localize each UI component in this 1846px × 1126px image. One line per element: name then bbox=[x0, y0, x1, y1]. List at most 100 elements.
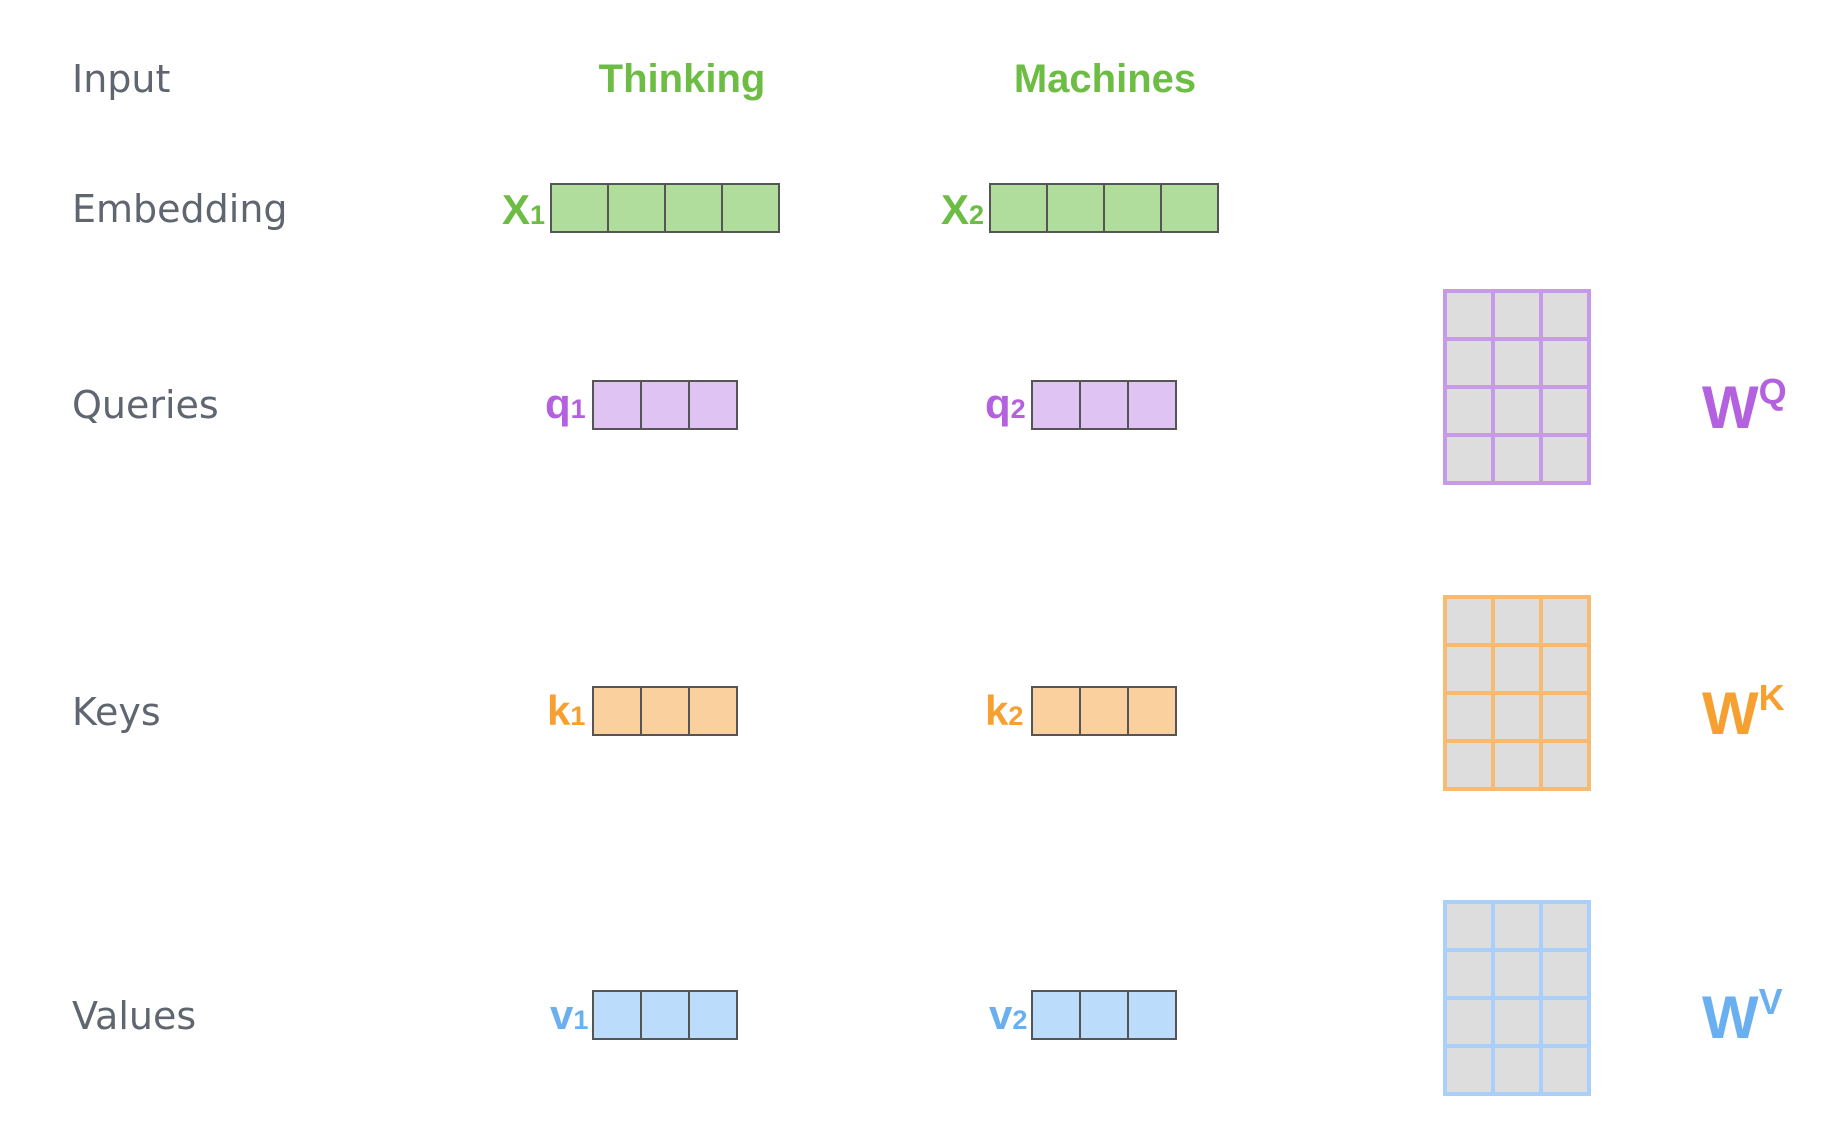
svg-text:k2: k2 bbox=[985, 687, 1023, 734]
value-2-cell-2 bbox=[1079, 990, 1129, 1040]
wv-cell-4-3 bbox=[1539, 1044, 1591, 1096]
weight-v-sup: V bbox=[1759, 981, 1783, 1022]
key-2-cell-3 bbox=[1127, 686, 1177, 736]
value-sub-1: 1 bbox=[573, 1005, 588, 1035]
value-label-1: v bbox=[550, 991, 574, 1038]
weight-matrix-q: WQ bbox=[1443, 289, 1787, 485]
value-1-cell-2 bbox=[640, 990, 690, 1040]
wq-cell-1-3 bbox=[1539, 289, 1591, 341]
weight-v-label: W bbox=[1702, 984, 1759, 1051]
value-sub-2: 2 bbox=[1012, 1005, 1027, 1035]
value-vector-1: v1 bbox=[550, 990, 738, 1040]
key-2-cell-2 bbox=[1079, 686, 1129, 736]
key-vector-2: k2 bbox=[985, 686, 1177, 736]
embedding-sub-1: 1 bbox=[530, 200, 545, 230]
query-2-cell-2 bbox=[1079, 380, 1129, 430]
wv-cell-2-2 bbox=[1491, 948, 1543, 1000]
value-2-cell-1 bbox=[1031, 990, 1081, 1040]
weight-k-label: W bbox=[1702, 680, 1759, 747]
wk-cell-4-3 bbox=[1539, 739, 1591, 791]
row-label-values: Values bbox=[72, 994, 196, 1038]
embedding-label-2: X bbox=[941, 186, 969, 233]
query-sub-2: 2 bbox=[1011, 394, 1026, 424]
wv-cell-2-3 bbox=[1539, 948, 1591, 1000]
svg-text:v2: v2 bbox=[989, 991, 1027, 1038]
wk-cell-3-3 bbox=[1539, 691, 1591, 743]
wk-cell-2-1 bbox=[1443, 643, 1495, 695]
svg-text:v1: v1 bbox=[550, 991, 588, 1038]
weight-matrix-k: WK bbox=[1443, 595, 1785, 791]
embedding-1-cell-4 bbox=[721, 183, 780, 233]
query-1-cell-2 bbox=[640, 380, 690, 430]
wv-cell-1-2 bbox=[1491, 900, 1543, 952]
wv-cell-4-1 bbox=[1443, 1044, 1495, 1096]
wk-cell-4-2 bbox=[1491, 739, 1543, 791]
row-label-keys: Keys bbox=[72, 690, 161, 734]
row-label-embedding: Embedding bbox=[72, 187, 288, 231]
weight-matrix-v: WV bbox=[1443, 900, 1783, 1096]
query-vector-1: q1 bbox=[545, 380, 738, 430]
weight-q-sup: Q bbox=[1759, 371, 1787, 412]
embedding-vector-1: X1 bbox=[502, 183, 780, 233]
wk-cell-1-1 bbox=[1443, 595, 1495, 647]
input-word-1: Thinking bbox=[599, 57, 766, 101]
wq-cell-4-2 bbox=[1491, 433, 1543, 485]
key-vector-1: k1 bbox=[547, 686, 738, 736]
wv-cell-1-3 bbox=[1539, 900, 1591, 952]
row-label-queries: Queries bbox=[72, 383, 219, 427]
svg-text:k1: k1 bbox=[547, 687, 585, 734]
wv-cell-3-2 bbox=[1491, 996, 1543, 1048]
value-1-cell-3 bbox=[688, 990, 738, 1040]
key-sub-2: 2 bbox=[1008, 701, 1023, 731]
embedding-2-cell-3 bbox=[1103, 183, 1162, 233]
wv-cell-3-3 bbox=[1539, 996, 1591, 1048]
svg-text:X2: X2 bbox=[941, 186, 984, 233]
query-sub-1: 1 bbox=[571, 394, 586, 424]
key-label-1: k bbox=[547, 687, 571, 734]
key-1-cell-2 bbox=[640, 686, 690, 736]
value-label-2: v bbox=[989, 991, 1013, 1038]
input-word-2: Machines bbox=[1014, 57, 1196, 101]
wk-cell-3-1 bbox=[1443, 691, 1495, 743]
key-2-cell-1 bbox=[1031, 686, 1081, 736]
key-sub-1: 1 bbox=[570, 701, 585, 731]
key-1-cell-3 bbox=[688, 686, 738, 736]
wq-cell-4-3 bbox=[1539, 433, 1591, 485]
embedding-1-cell-1 bbox=[550, 183, 609, 233]
query-vector-2: q2 bbox=[985, 380, 1177, 430]
wq-cell-3-1 bbox=[1443, 385, 1495, 437]
wq-cell-3-2 bbox=[1491, 385, 1543, 437]
embedding-2-cell-1 bbox=[989, 183, 1048, 233]
wq-cell-4-1 bbox=[1443, 433, 1495, 485]
wk-cell-2-2 bbox=[1491, 643, 1543, 695]
svg-text:WV: WV bbox=[1702, 981, 1783, 1051]
wq-cell-2-2 bbox=[1491, 337, 1543, 389]
query-label-2: q bbox=[985, 380, 1011, 427]
svg-text:q2: q2 bbox=[985, 380, 1026, 427]
query-label-1: q bbox=[545, 380, 571, 427]
weight-k-sup: K bbox=[1759, 677, 1785, 718]
wk-cell-1-3 bbox=[1539, 595, 1591, 647]
wv-cell-4-2 bbox=[1491, 1044, 1543, 1096]
embedding-label-1: X bbox=[502, 186, 530, 233]
wk-cell-2-3 bbox=[1539, 643, 1591, 695]
row-label-input: Input bbox=[72, 57, 170, 101]
embedding-1-cell-2 bbox=[607, 183, 666, 233]
wq-cell-3-3 bbox=[1539, 385, 1591, 437]
svg-text:WK: WK bbox=[1702, 677, 1785, 747]
wv-cell-3-1 bbox=[1443, 996, 1495, 1048]
wk-cell-1-2 bbox=[1491, 595, 1543, 647]
query-2-cell-1 bbox=[1031, 380, 1081, 430]
wk-cell-3-2 bbox=[1491, 691, 1543, 743]
value-2-cell-3 bbox=[1127, 990, 1177, 1040]
wq-cell-1-1 bbox=[1443, 289, 1495, 341]
embedding-vector-2: X2 bbox=[941, 183, 1219, 233]
wk-cell-4-1 bbox=[1443, 739, 1495, 791]
value-vector-2: v2 bbox=[989, 990, 1177, 1040]
wv-cell-2-1 bbox=[1443, 948, 1495, 1000]
wv-cell-1-1 bbox=[1443, 900, 1495, 952]
svg-text:WQ: WQ bbox=[1702, 371, 1787, 441]
wq-cell-2-3 bbox=[1539, 337, 1591, 389]
